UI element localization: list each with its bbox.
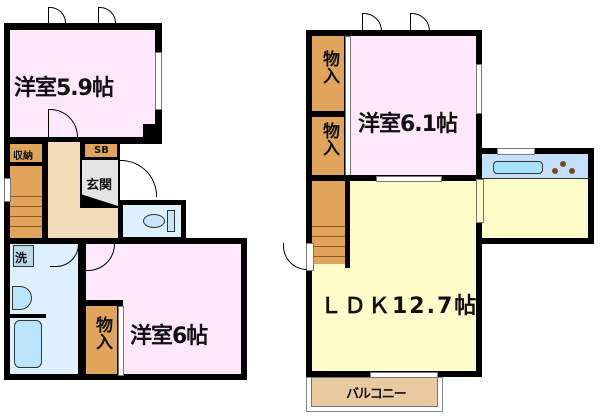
stair-step — [10, 206, 42, 208]
western-room-5.9 — [10, 30, 155, 137]
room-label: 洋室6帖 — [130, 324, 208, 349]
storage-closet — [10, 144, 42, 162]
closet-1 — [86, 306, 117, 374]
closet-door — [118, 306, 124, 376]
door-swing — [410, 13, 430, 31]
room-label: 洋室5.9帖 — [14, 76, 114, 101]
closet-label: 物入 — [318, 50, 339, 90]
stair-step — [312, 226, 345, 228]
closet-door — [345, 36, 351, 177]
door-swing — [283, 243, 307, 270]
window — [497, 148, 535, 155]
stair-step — [312, 236, 345, 238]
shoe-box — [85, 144, 117, 157]
closet-2 — [312, 36, 344, 111]
stove-burner-icon — [560, 161, 566, 167]
staircase — [10, 166, 42, 239]
washer-label: 洗 — [15, 251, 28, 265]
shoe-box-label: SB — [94, 145, 109, 156]
entrance-label: 玄関 — [86, 178, 113, 193]
door-swing — [362, 13, 382, 31]
door-opening — [306, 243, 314, 271]
sink-icon — [493, 161, 543, 174]
stair-step — [312, 246, 345, 248]
stair-step — [10, 216, 42, 218]
staircase — [312, 181, 345, 264]
stair-step — [10, 196, 42, 198]
room-label: 洋室6.1帖 — [358, 112, 458, 137]
closet-label-text: 物入 — [92, 316, 112, 350]
room-label: ＬＤＫ12.7帖 — [320, 294, 479, 319]
door-swing — [98, 7, 116, 24]
window — [4, 178, 11, 202]
closet-label: 物入 — [318, 122, 339, 162]
stair-step — [10, 226, 42, 228]
door-swing — [48, 7, 66, 24]
stove-burner-icon — [552, 168, 558, 174]
closet-label-text: 物入 — [319, 50, 339, 84]
window — [376, 176, 442, 182]
window — [476, 64, 482, 114]
closet-label: 物入 — [91, 316, 112, 356]
closet-3 — [312, 117, 344, 175]
toilet-tank-icon — [167, 210, 175, 232]
storage-label: 収納 — [13, 151, 33, 162]
stove-burner-icon — [569, 168, 575, 174]
toilet-bowl-icon — [143, 214, 165, 228]
stair-wall — [345, 181, 350, 268]
balcony-window — [370, 372, 438, 378]
kitchen — [482, 179, 588, 238]
washing-machine-icon — [13, 245, 34, 267]
bath-divider — [10, 314, 46, 318]
sink-icon — [12, 286, 32, 310]
stair-step — [312, 256, 345, 258]
entrance-door-swing — [120, 160, 157, 197]
closet-label-text: 物入 — [319, 122, 339, 156]
wall-corner — [143, 124, 162, 144]
opening — [476, 179, 484, 223]
bathtub-icon — [14, 320, 42, 368]
western-room-6.1 — [349, 36, 476, 175]
balcony-label: バルコニー — [346, 387, 407, 402]
window — [155, 52, 162, 110]
